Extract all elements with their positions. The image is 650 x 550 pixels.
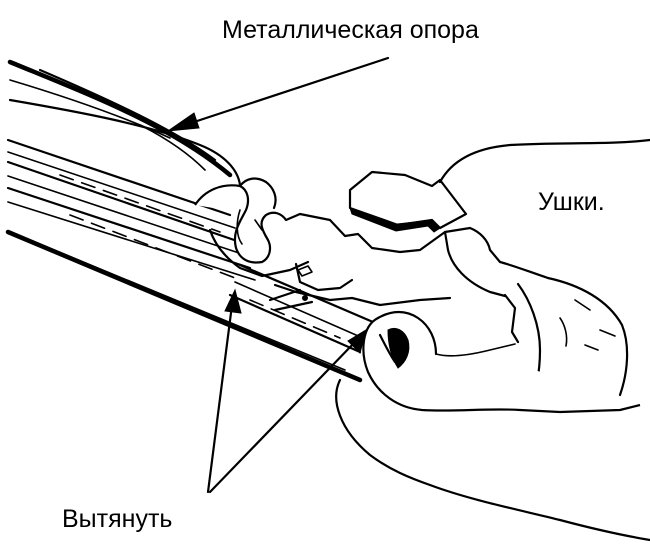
wiper-refill-strips (5, 138, 382, 383)
metal-support-label: Металлическая опора (222, 16, 479, 44)
ears-label: Ушки. (538, 188, 605, 216)
hand-illustration (335, 138, 650, 542)
pull-label: Вытянуть (62, 505, 173, 533)
metal-support-frame (7, 59, 242, 187)
direction-arrow (348, 170, 468, 233)
leader-arrows (166, 56, 390, 494)
clip-assembly (194, 177, 472, 312)
